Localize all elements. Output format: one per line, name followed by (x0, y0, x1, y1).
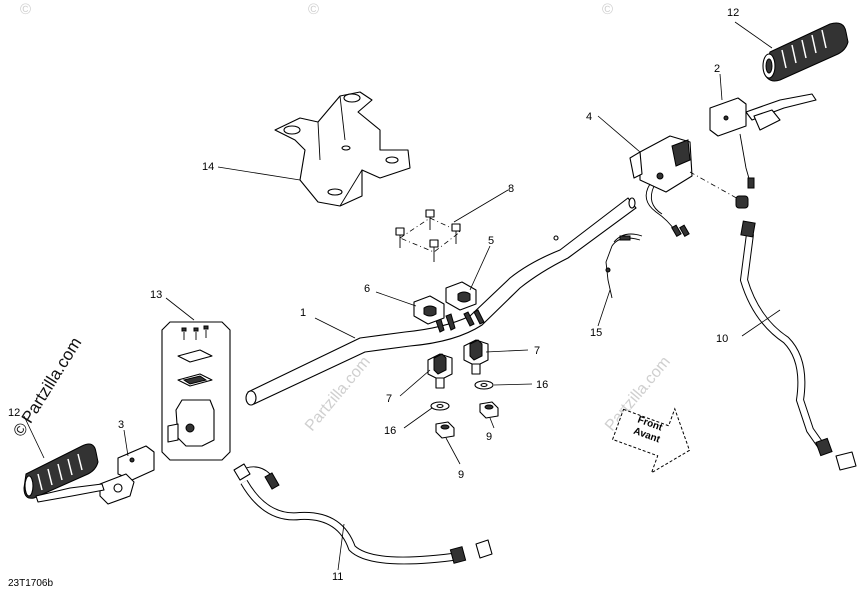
callout-3: 3 (118, 419, 124, 431)
copyright-mark-1: © (20, 1, 31, 18)
callout-16-left: 16 (384, 425, 396, 437)
watermark-brand: Partzilla.com (18, 334, 86, 427)
part-9-nuts (435, 401, 499, 439)
part-14-bracket (274, 91, 411, 207)
callout-4: 4 (586, 111, 592, 123)
callout-12-left: 12 (8, 407, 20, 419)
part-16-washers (430, 380, 494, 411)
callout-9-left: 9 (458, 469, 464, 481)
part-15-wire-harness (605, 233, 643, 299)
callout-2: 2 (714, 63, 720, 75)
callout-9-right: 9 (486, 431, 492, 443)
callout-1: 1 (300, 307, 306, 319)
part-3-master-cylinder-left (35, 445, 155, 505)
part-2-master-cylinder-right (709, 93, 817, 189)
part-12-grip-left (23, 443, 99, 499)
part-13-repair-kit (161, 321, 231, 461)
part-7-riser-right (463, 339, 489, 375)
callout-11: 11 (332, 571, 343, 583)
part-1-handlebar (245, 197, 637, 406)
direction-arrow: Front Avant (611, 407, 691, 474)
part-4-throttle-housing (629, 135, 693, 238)
copyright-mark-3: © (602, 1, 613, 18)
knurled-center-section (434, 309, 485, 333)
part-12-grip-right (762, 22, 849, 82)
callouts: 1 2 3 4 5 6 7 7 8 9 9 10 11 12 12 13 14 … (8, 7, 739, 583)
copyright-mark-2: © (308, 1, 319, 18)
callout-7-right: 7 (534, 345, 540, 357)
callout-5: 5 (488, 235, 494, 247)
part-6-upper-clamp (413, 295, 445, 325)
part-10-throttle-cable (735, 195, 857, 471)
callout-10: 10 (716, 333, 728, 345)
part-8-bolts (395, 209, 461, 262)
alignment-line-right (689, 171, 741, 201)
part-7-riser-left (427, 353, 453, 389)
callout-15: 15 (590, 327, 602, 339)
callout-7-left: 7 (386, 393, 392, 405)
kit-screws (181, 325, 209, 340)
watermark-dark: © Partzilla.com (9, 334, 85, 440)
part-11-brake-cable (233, 463, 493, 565)
diagram-code: 23T1706b (8, 578, 53, 589)
watermark-faint: © © © Partzilla.com Partzilla.com (20, 1, 674, 435)
part-5-upper-clamp (445, 281, 477, 311)
callout-6: 6 (364, 283, 370, 295)
callout-16-right: 16 (536, 379, 548, 391)
leader-lines (23, 21, 781, 571)
callout-13: 13 (150, 289, 162, 301)
callout-12-right: 12 (727, 7, 739, 19)
callout-8: 8 (508, 183, 514, 195)
callout-14: 14 (202, 161, 214, 173)
